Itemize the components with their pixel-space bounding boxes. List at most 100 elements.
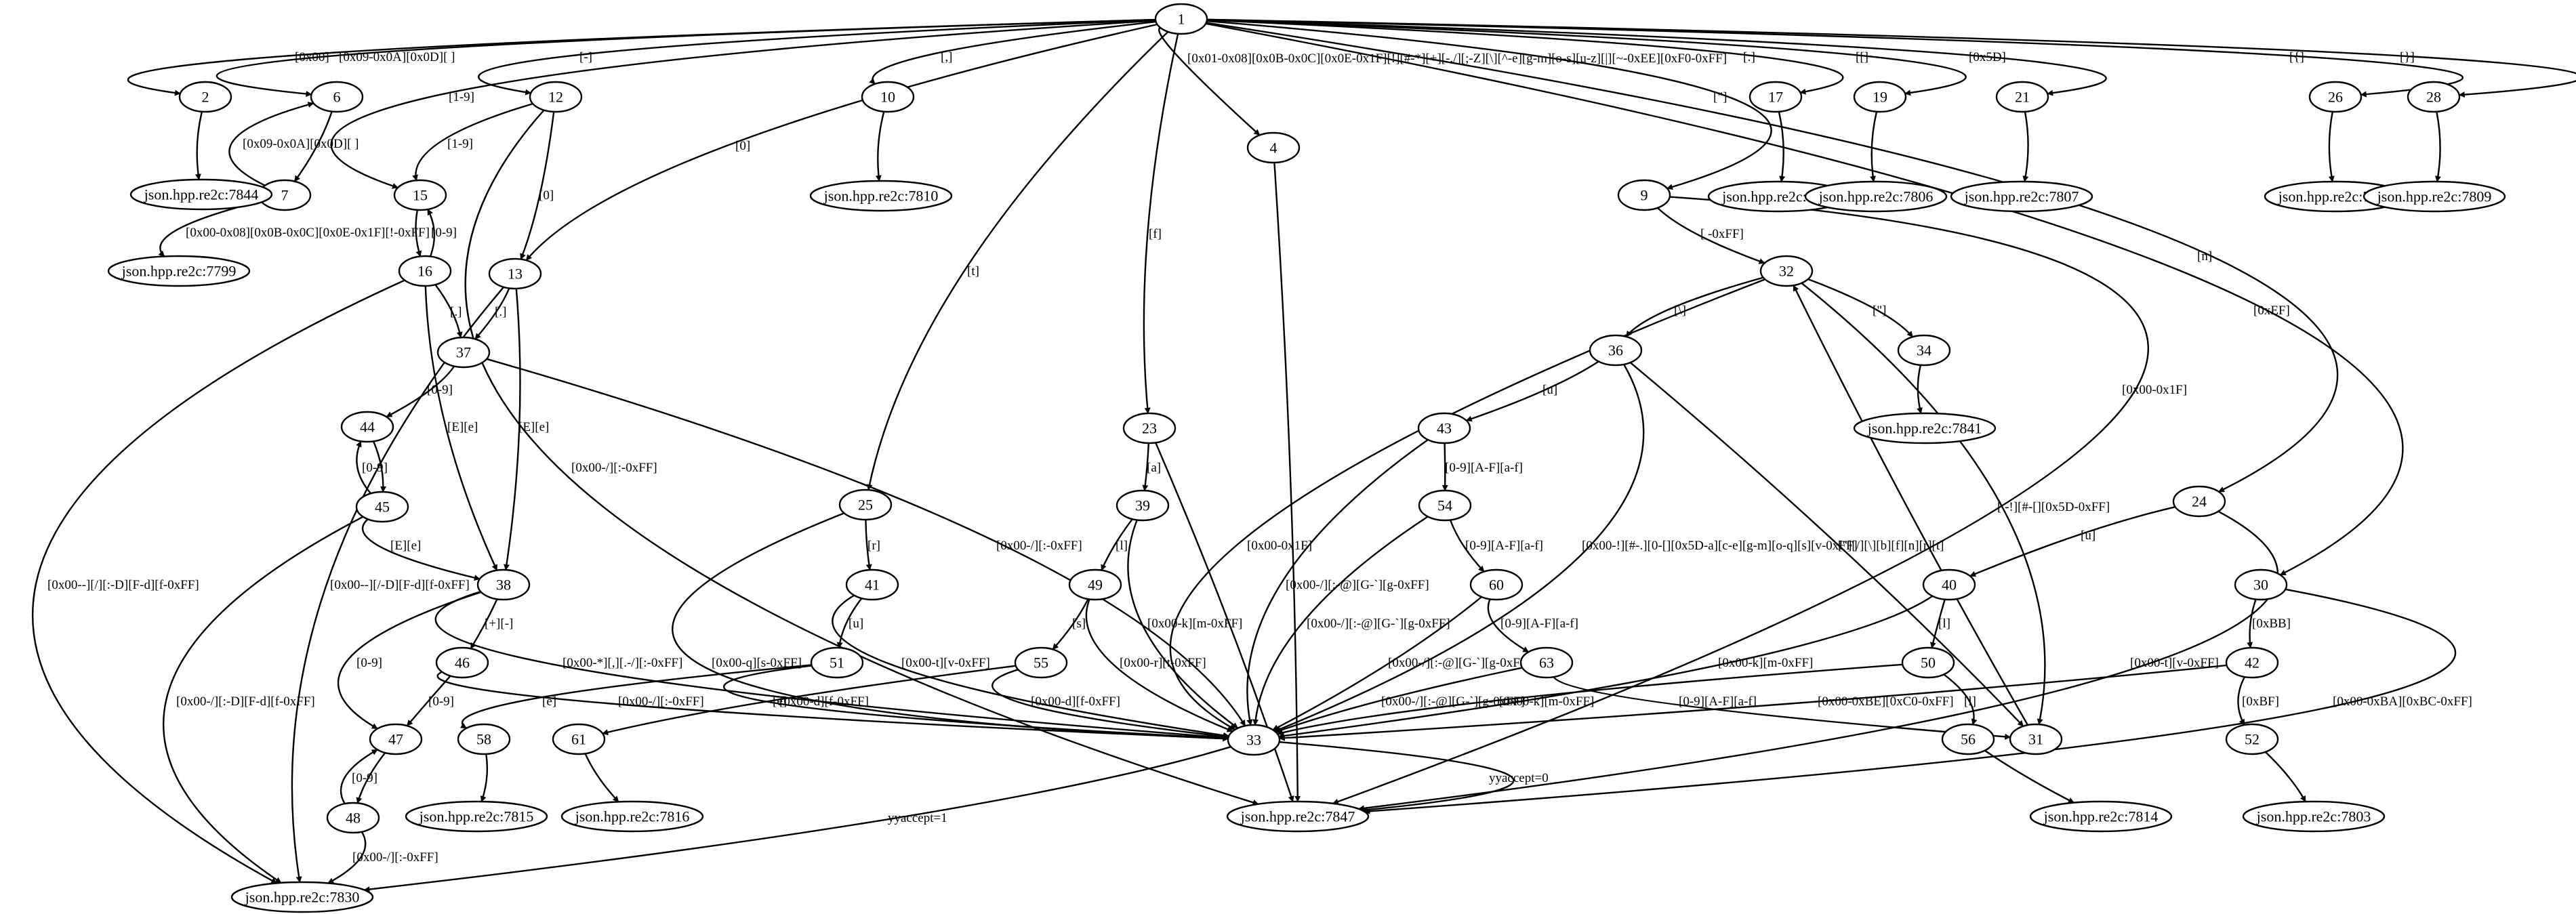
node-n4: 4 — [1246, 131, 1301, 164]
node-shape-n63 — [1519, 646, 1574, 679]
edge-40-33 — [1278, 595, 1934, 739]
edge-36-31 — [1629, 362, 2024, 727]
node-label-r7847: json.hpp.re2c:7847 — [1240, 808, 1355, 825]
edge-41-51 — [836, 598, 863, 648]
edge-label-1-2: [0x00] — [295, 50, 329, 64]
node-label-n28: 28 — [2426, 89, 2441, 106]
edge-label-23-39: [a] — [1147, 461, 1161, 475]
edge-label-55-33: [0x00-d][f-0xFF] — [1031, 694, 1120, 709]
node-shape-r7815 — [405, 800, 548, 833]
node-n37: 37 — [436, 336, 491, 369]
edge-label-32-33: [0x00-0x1F] — [1247, 539, 1312, 553]
node-label-n52: 52 — [2245, 731, 2260, 748]
node-shape-n1 — [1154, 3, 1208, 35]
edge-label-38-46: [+][-] — [485, 617, 513, 631]
node-n63: 63 — [1519, 646, 1574, 679]
edge-label-33-r7830: yyaccept=1 — [888, 811, 947, 825]
node-r7799: json.hpp.re2c:7799 — [107, 255, 251, 287]
node-label-n38: 38 — [496, 577, 511, 594]
edge-label-50-33: [0x00-k][m-0xFF] — [1499, 694, 1594, 709]
node-shape-n56 — [1941, 723, 1995, 755]
node-label-n50: 50 — [1921, 655, 1936, 671]
node-r7807: json.hpp.re2c:7807 — [1950, 180, 2093, 213]
edge-1-26 — [1206, 18, 2463, 98]
node-n12: 12 — [529, 81, 583, 113]
edge-label-36-43: [u] — [1542, 383, 1557, 397]
node-n10: 10 — [861, 81, 915, 113]
node-shape-n2 — [178, 81, 232, 113]
edge-label-1-30: [0xEF] — [2253, 304, 2290, 318]
node-n60: 60 — [1469, 568, 1524, 601]
node-n39: 39 — [1116, 489, 1170, 522]
node-label-n25: 25 — [858, 497, 873, 514]
edge-label-51-58: [e] — [542, 694, 556, 709]
node-n33: 33 — [1227, 724, 1281, 756]
edge-12-13 — [520, 111, 555, 260]
edge-28-r7809 — [2435, 111, 2441, 182]
edge-17-r7811 — [1778, 111, 1786, 182]
edge-38-33 — [434, 591, 1229, 741]
edge-21-r7807 — [2022, 111, 2029, 182]
node-shape-r7844 — [129, 178, 273, 211]
node-label-n24: 24 — [2192, 493, 2207, 510]
node-label-n37: 37 — [456, 344, 471, 361]
node-n46: 46 — [435, 646, 489, 679]
node-label-n19: 19 — [1873, 89, 1887, 106]
edge-label-1-6: [0x09-0x0A][0x0D][ ] — [339, 50, 455, 64]
node-n19: 19 — [1853, 81, 1907, 113]
edge-32-31 — [1801, 282, 2046, 726]
node-label-n34: 34 — [1917, 342, 1931, 359]
edge-36-43 — [1465, 360, 1599, 422]
edge-1-10 — [869, 20, 1156, 85]
edge-30-42 — [2247, 599, 2257, 648]
node-r7810: json.hpp.re2c:7810 — [809, 180, 953, 212]
node-shape-n49 — [1068, 568, 1122, 601]
edge-39-49 — [1101, 518, 1133, 571]
node-n26: 26 — [2308, 81, 2363, 113]
node-shape-n21 — [1995, 81, 2049, 113]
edge-49-33 — [1085, 599, 1233, 732]
node-label-n13: 13 — [508, 266, 523, 283]
node-n54: 54 — [1418, 489, 1472, 522]
edge-label-16-38: [E][e] — [447, 420, 478, 434]
edge-label-12-13: [0] — [539, 188, 554, 203]
edge-56-r7814 — [1984, 749, 2074, 804]
edge-label-45-44: [0-9] — [362, 461, 388, 475]
edge-label-51-33: [0x00-d][f-0xFF] — [779, 694, 869, 709]
node-shape-n43 — [1417, 412, 1471, 444]
node-label-n2: 2 — [202, 89, 209, 106]
node-n47: 47 — [369, 723, 423, 755]
node-shape-n9 — [1617, 179, 1671, 211]
edge-label-32-31: [ -!][#-[][0x5D-0xFF] — [1997, 500, 2110, 514]
edge-37-44 — [386, 365, 455, 418]
edge-16-37 — [434, 284, 463, 338]
node-shape-n13 — [488, 257, 542, 290]
node-r7830: json.hpp.re2c:7830 — [230, 881, 374, 913]
node-shape-n17 — [1749, 81, 1803, 113]
node-shape-n46 — [435, 646, 489, 679]
edge-60-63 — [1487, 598, 1530, 653]
node-label-r7809: json.hpp.re2c:7809 — [2377, 188, 2492, 205]
edge-label-9-32: [ -0xFF] — [1700, 227, 1744, 241]
edge-48-47 — [340, 749, 378, 804]
node-n36: 36 — [1589, 334, 1643, 367]
edge-45-r7830 — [162, 516, 364, 884]
node-shape-r7799 — [107, 255, 251, 287]
node-shape-n4 — [1246, 131, 1301, 164]
edge-label-1-10: [,] — [941, 50, 952, 64]
node-shape-r7841 — [1853, 412, 1997, 444]
edge-label-1-21: [0x5D] — [1969, 50, 2006, 64]
node-shape-r7830 — [230, 881, 374, 913]
node-label-n33: 33 — [1246, 732, 1261, 749]
edge-1-12 — [478, 19, 1156, 96]
node-label-n49: 49 — [1088, 577, 1103, 594]
edge-label-46-33: [0x00-/][:-0xFF] — [618, 694, 704, 709]
edge-23-39 — [1142, 442, 1150, 491]
edge-label-24-r7847: [0x00-t][v-0xFF] — [2130, 656, 2219, 670]
node-n23: 23 — [1122, 412, 1177, 444]
edge-label-1-26: [{] — [2289, 50, 2304, 64]
node-n24: 24 — [2172, 485, 2226, 518]
edge-label-7-6: [0x09-0x0A][0x0D][ ] — [243, 137, 359, 151]
node-label-n42: 42 — [2245, 655, 2260, 671]
